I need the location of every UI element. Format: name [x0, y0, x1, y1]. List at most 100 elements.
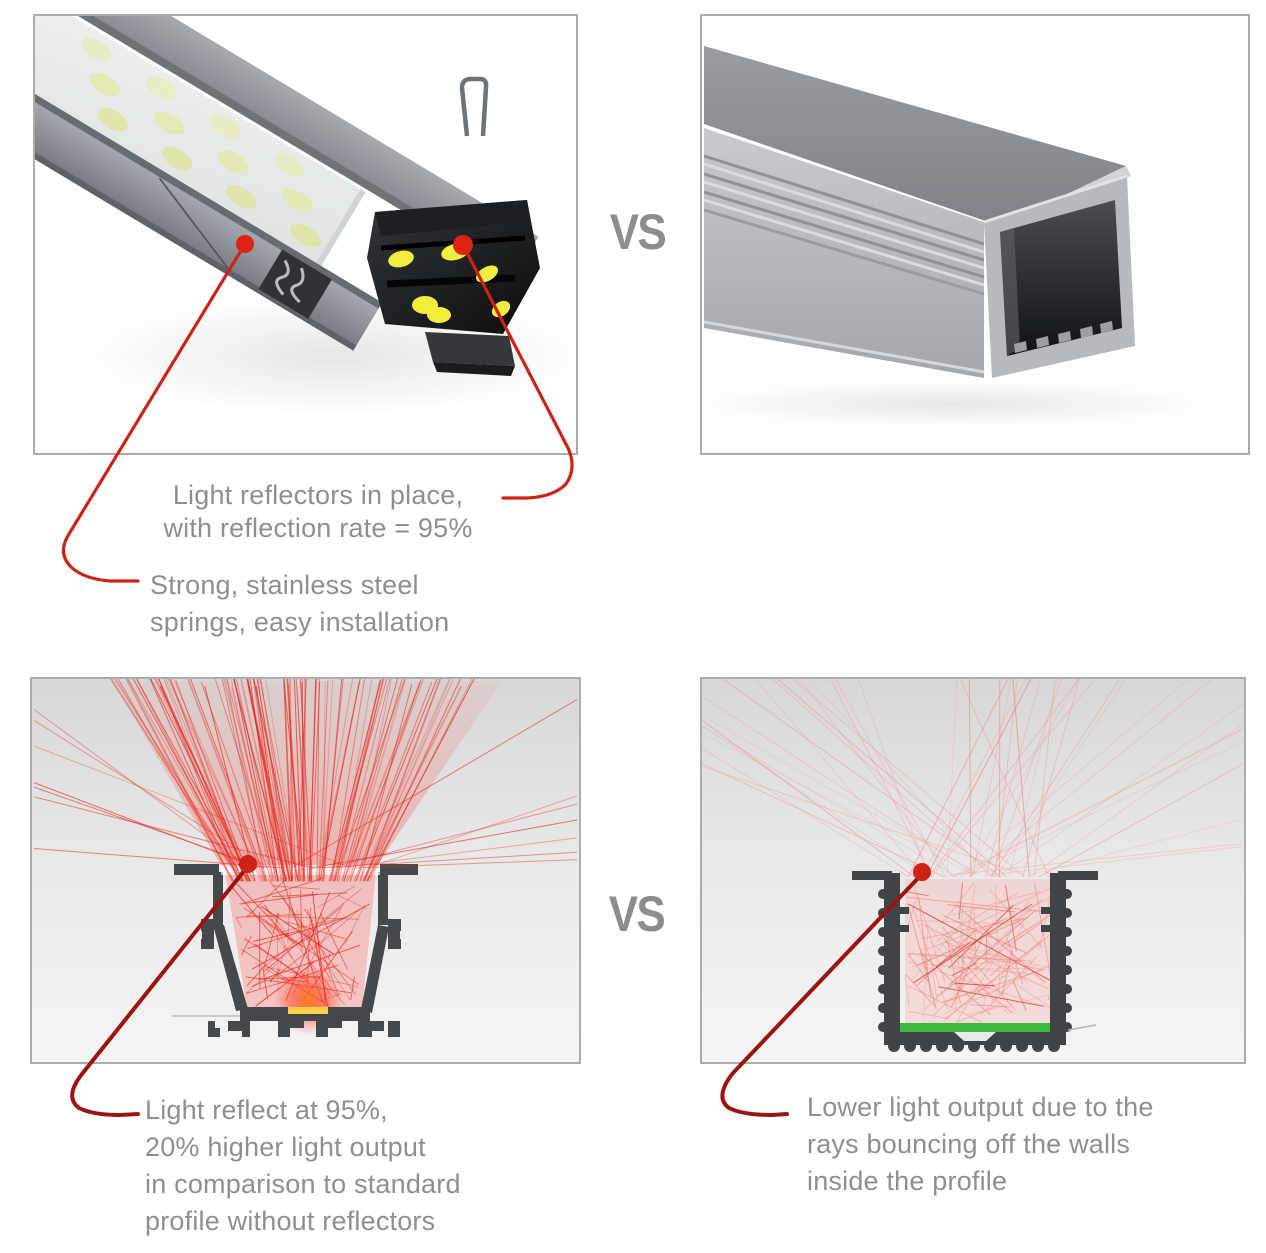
ray: [263, 913, 280, 968]
ray: [938, 986, 1044, 1007]
ray: [703, 733, 975, 876]
ray: [283, 683, 305, 882]
ray: [247, 679, 290, 882]
ray: [149, 679, 240, 882]
trim-seam: [35, 16, 518, 278]
ray: [253, 679, 299, 882]
ray-diagram-without-reflectors: [702, 679, 1244, 1062]
caption-reflectors: Light reflectors in place, with reflecti…: [118, 479, 518, 545]
ray: [116, 679, 242, 882]
ray: [355, 679, 438, 882]
ray: [959, 728, 1243, 876]
ray: [966, 994, 1051, 1016]
foot-4: [316, 1021, 342, 1037]
ray: [277, 945, 286, 975]
ray: [251, 903, 370, 970]
ray: [1014, 982, 1055, 1011]
ray: [345, 679, 407, 882]
right-tab-1: [1041, 907, 1050, 914]
ray: [946, 886, 1054, 939]
ray: [1022, 679, 1081, 878]
ray: [347, 679, 425, 882]
ray: [260, 905, 335, 955]
foot-6: [388, 1021, 400, 1037]
escaping-rays: [33, 679, 578, 882]
caption-line: inside the profile: [807, 1166, 1008, 1196]
ray: [367, 795, 578, 869]
ray: [983, 964, 1037, 999]
ray: [175, 680, 251, 882]
ray: [945, 939, 1043, 1020]
panel-profile-with-reflectors: [33, 14, 578, 455]
ray: [313, 909, 360, 950]
ray: [246, 915, 360, 920]
ray: [924, 918, 1007, 951]
cover-end-edge: [316, 189, 366, 267]
ray: [236, 679, 280, 882]
ray: [908, 903, 1052, 982]
ray: [857, 679, 930, 878]
ray: [331, 679, 366, 882]
ray: [251, 979, 267, 988]
ray: [289, 679, 293, 882]
ray: [311, 819, 578, 869]
right-reflector-wall: [361, 925, 389, 1013]
ray: [265, 679, 300, 882]
ray: [287, 890, 291, 943]
ray: [1015, 932, 1053, 965]
ray: [247, 679, 292, 882]
ray: [303, 679, 307, 882]
ray: [703, 697, 977, 876]
ray: [336, 679, 381, 882]
right-flange: [380, 864, 418, 875]
led-glow-blobs: [81, 37, 321, 248]
hairline-right: [1067, 1024, 1097, 1031]
ray: [702, 747, 910, 878]
ray: [1029, 818, 1243, 876]
ray: [259, 679, 299, 882]
ray: [214, 679, 280, 882]
ray: [272, 892, 348, 898]
ray: [913, 903, 1033, 984]
ray: [320, 679, 334, 882]
ray: [333, 681, 380, 882]
pcb-strip: [900, 1023, 1050, 1032]
flange-top-plane: [704, 46, 1126, 226]
ray: [952, 727, 1244, 878]
left-spring-hook: [201, 919, 214, 949]
caption-line: Light reflect at 95%,: [145, 1095, 388, 1125]
ray: [834, 679, 947, 878]
panel-standard-profile: [700, 14, 1250, 455]
ray: [283, 918, 338, 932]
ray: [366, 679, 475, 882]
ray: [318, 680, 329, 882]
ray: [343, 679, 403, 882]
escaping-rays: [702, 679, 1244, 878]
ray: [246, 679, 288, 882]
ray: [364, 679, 451, 882]
ray: [964, 679, 1080, 878]
ray: [989, 889, 1044, 949]
ray: [33, 709, 250, 869]
ray: [917, 918, 1024, 966]
ray: [316, 851, 578, 869]
ray: [973, 954, 1044, 971]
ray: [154, 679, 255, 882]
ray: [226, 679, 266, 882]
ray: [233, 679, 288, 882]
ray: [943, 915, 1027, 954]
left-wall: [884, 873, 900, 1041]
ray: [342, 681, 421, 882]
ray: [337, 894, 368, 910]
ray: [791, 679, 1025, 878]
ray: [338, 679, 391, 882]
ray: [240, 679, 286, 882]
ray: [190, 679, 267, 882]
ray: [971, 679, 1012, 878]
ray: [282, 897, 331, 980]
caption-line: with reflection rate = 95%: [163, 513, 473, 543]
ray: [946, 679, 958, 878]
ray: [983, 986, 990, 1006]
ray: [341, 679, 398, 882]
ray: [317, 679, 354, 882]
